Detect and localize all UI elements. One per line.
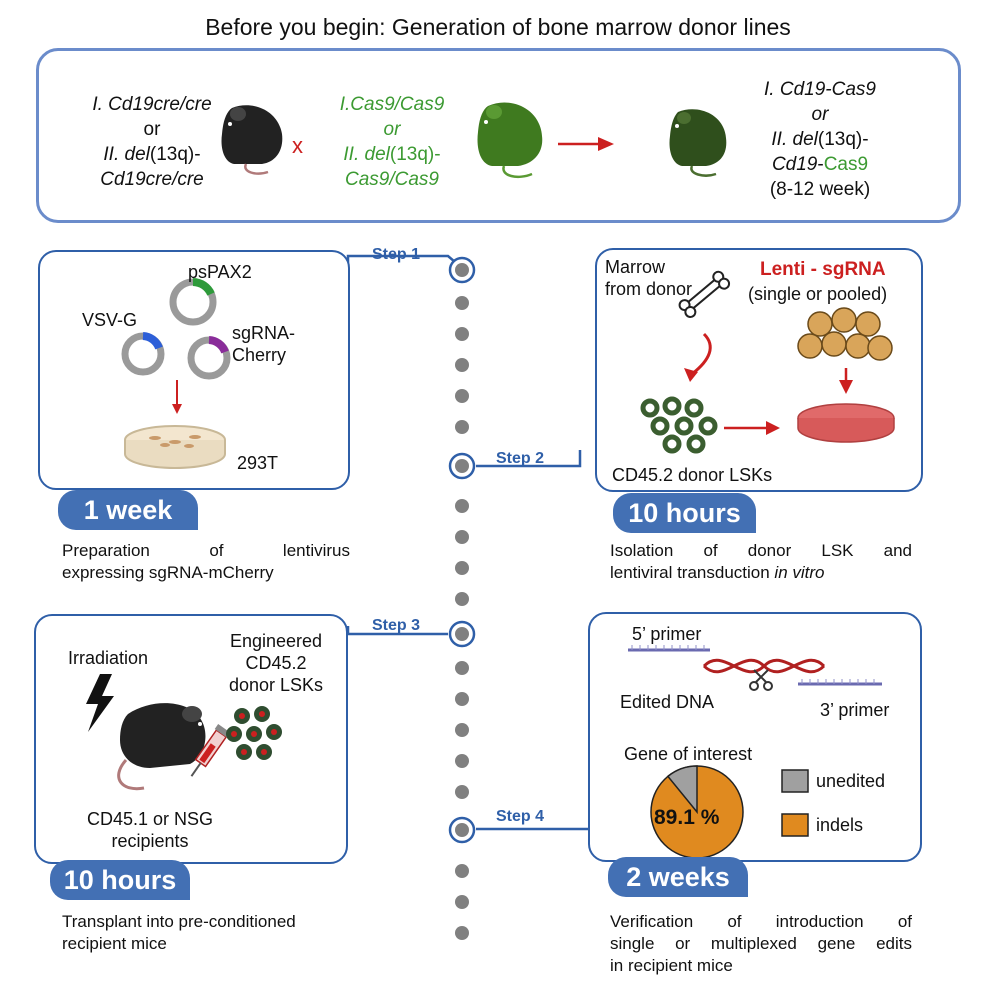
right-13q: (13q)- xyxy=(817,129,869,150)
left-del: II. del xyxy=(103,144,150,165)
right-del: II. del xyxy=(771,129,818,150)
step-4-desc-line2: single or multiplexed gene edits xyxy=(610,934,912,953)
engineered-label-line3: donor LSKs xyxy=(228,675,324,695)
vsvg-label: VSV-G xyxy=(82,310,138,330)
sgrna-label-line2: Cherry xyxy=(232,345,287,365)
sgrna-cherry-label: sgRNA- Cherry xyxy=(232,322,295,366)
step-1-desc-line1: Preparation of lentivirus xyxy=(62,541,350,560)
timeline-dots xyxy=(455,296,469,940)
legend-unedited-label: unedited xyxy=(816,771,886,791)
left-13q: (13q)- xyxy=(149,144,201,165)
step-1-description: Preparation of lentivirus expressing sgR… xyxy=(62,540,350,584)
mid-genotype-line4: Cas9/Cas9 xyxy=(345,169,439,190)
pspax2-label: psPAX2 xyxy=(188,262,252,282)
legend-swatch-unedited xyxy=(781,769,809,793)
irradiation-label: Irradiation xyxy=(68,648,149,668)
left-genotype-line4: Cd19cre/cre xyxy=(100,169,204,190)
step-1-desc-line2: expressing sgRNA-mCherry xyxy=(62,563,274,582)
step-3-desc-line1: Transplant into pre-conditioned xyxy=(62,912,296,931)
lsk-label: CD45.2 donor LSKs xyxy=(612,465,773,485)
step-4-label: Step 4 xyxy=(496,808,545,825)
mid-genotype-or: or xyxy=(383,119,401,140)
marrow-label-line1: Marrow xyxy=(605,257,666,277)
lenti-sgrna-label: Lenti - sgRNA xyxy=(760,259,886,280)
pie-slice-unedited xyxy=(666,765,698,815)
engineered-label-line2: CD45.2 xyxy=(245,653,307,673)
step-2-label: Step 2 xyxy=(496,450,545,467)
left-genotype-or: or xyxy=(143,119,161,140)
duration-badge-step-3: 10 hours xyxy=(50,860,190,900)
sgrna-label-line1: sgRNA- xyxy=(232,323,296,343)
recipients-label-line2: recipients xyxy=(111,831,189,851)
panel-step-2 xyxy=(595,248,923,492)
cross-symbol: x xyxy=(292,133,303,158)
panel-step-4 xyxy=(588,612,922,862)
left-genotype-line1: I. Cd19cre/cre xyxy=(92,94,212,115)
step-2-desc-invitro: in vitro xyxy=(774,563,825,582)
black-mouse-icon xyxy=(221,105,283,175)
donor-lines-box xyxy=(36,48,961,223)
duration-badge-step-2: 10 hours xyxy=(613,493,756,533)
left-genotype: I. Cd19cre/cre or II. del(13q)- Cd19cre/… xyxy=(52,92,252,192)
step-4-desc-line3: in recipient mice xyxy=(610,956,733,975)
engineered-label-line1: Engineered xyxy=(229,631,323,651)
cell-line-label: 293T xyxy=(237,453,279,473)
middle-genotype: I.Cas9/Cas9 or II. del(13q)- Cas9/Cas9 xyxy=(312,92,472,192)
verification-diagram xyxy=(628,645,882,859)
bone-icon xyxy=(678,270,731,318)
plasmid-diagram xyxy=(121,278,231,469)
lsk-transduction-diagram xyxy=(640,270,895,454)
transplant-diagram xyxy=(86,674,282,791)
right-genotype-line1: I. Cd19-Cas9 xyxy=(764,79,876,100)
primer3-label: 3’ primer xyxy=(820,700,890,720)
right-cas9: Cas9 xyxy=(823,154,869,175)
step-1-label: Step 1 xyxy=(372,246,421,263)
primer5-label: 5’ primer xyxy=(632,624,702,644)
left-genotype-line3: II. del(13q)- xyxy=(52,142,252,167)
dark-green-mouse-icon xyxy=(669,109,727,177)
step-rings xyxy=(448,256,476,844)
step-2-desc-line2: lentiviral transduction xyxy=(610,563,775,582)
legend-swatch-indels xyxy=(781,813,809,837)
gene-of-interest-label: Gene of interest xyxy=(624,744,753,764)
step-3-label: Step 3 xyxy=(372,617,421,634)
marrow-label-line2: from donor xyxy=(605,279,693,299)
step-3-desc-line2: recipient mice xyxy=(62,934,167,953)
edited-dna-label: Edited DNA xyxy=(620,692,715,712)
mid-genotype-line1: I.Cas9/Cas9 xyxy=(339,94,445,115)
right-cd19: Cd19 xyxy=(771,154,818,175)
step-3-description: Transplant into pre-conditioned recipien… xyxy=(62,911,352,955)
mid-del: II. del xyxy=(343,144,390,165)
pie-percent-label: 89.1 % xyxy=(654,806,720,829)
arrow-right-icon xyxy=(558,137,614,151)
gene-edit-pie-chart xyxy=(650,765,744,859)
mid-genotype-line3: II. del(13q)- xyxy=(312,142,472,167)
right-dash: - xyxy=(817,154,824,175)
engineered-lsk-label: Engineered CD45.2 donor LSKs xyxy=(214,630,338,696)
step-2-description: Isolation of donor LSK and lentiviral tr… xyxy=(610,540,912,584)
right-genotype-or: or xyxy=(811,104,829,125)
right-genotype-age: (8-12 week) xyxy=(769,179,871,200)
legend-indels-label: indels xyxy=(816,815,864,835)
right-genotype-line3: II. del(13q)- xyxy=(735,127,905,152)
step-2-desc-line1: Isolation of donor LSK and xyxy=(610,541,912,560)
recipients-label: CD45.1 or NSG recipients xyxy=(60,808,240,852)
marrow-label: Marrow from donor xyxy=(605,256,692,300)
scissors-icon xyxy=(749,669,773,691)
engineered-cells xyxy=(226,706,282,760)
lightning-icon xyxy=(86,674,114,732)
recipients-label-line1: CD45.1 or NSG xyxy=(86,809,214,829)
pooled-label: (single or pooled) xyxy=(748,284,888,304)
right-genotype: I. Cd19-Cas9 or II. del(13q)- Cd19-Cas9 … xyxy=(735,77,905,202)
green-mouse-icon xyxy=(477,102,543,178)
duration-badge-step-4: 2 weeks xyxy=(608,857,748,897)
right-genotype-line4: Cd19-Cas9 xyxy=(735,152,905,177)
step-4-desc-line1: Verification of introduction of xyxy=(610,912,912,931)
duration-badge-step-1: 1 week xyxy=(58,490,198,530)
step-4-description: Verification of introduction of single o… xyxy=(610,911,912,977)
page-title: Before you begin: Generation of bone mar… xyxy=(205,14,791,40)
mid-13q: (13q)- xyxy=(389,144,441,165)
